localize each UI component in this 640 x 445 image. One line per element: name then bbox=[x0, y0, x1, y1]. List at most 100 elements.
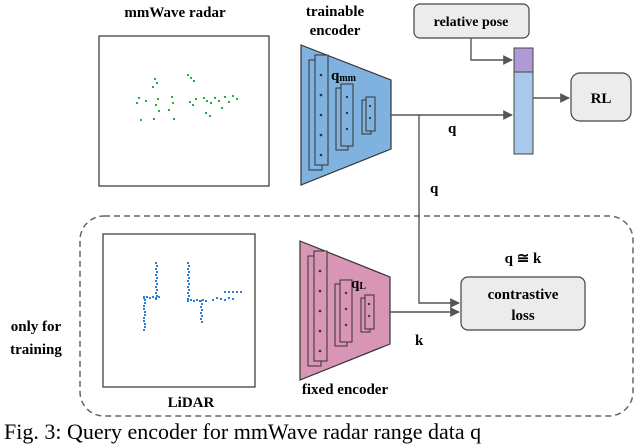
point bbox=[144, 311, 146, 313]
point bbox=[220, 298, 222, 300]
point bbox=[193, 80, 195, 82]
point bbox=[201, 321, 203, 323]
point bbox=[188, 271, 190, 273]
point bbox=[190, 299, 192, 301]
point bbox=[240, 291, 242, 293]
point bbox=[205, 300, 207, 302]
point bbox=[232, 291, 234, 293]
q-top-label: q bbox=[448, 121, 457, 137]
contrastive-loss-box bbox=[460, 276, 586, 331]
point bbox=[224, 299, 226, 301]
radar-point-cloud bbox=[136, 74, 238, 121]
point bbox=[209, 115, 211, 117]
point bbox=[200, 318, 202, 320]
point bbox=[187, 298, 189, 300]
point bbox=[156, 265, 158, 267]
only-for-label-1: only for bbox=[11, 319, 62, 335]
point bbox=[188, 277, 190, 279]
point bbox=[187, 268, 189, 270]
point bbox=[144, 299, 146, 301]
point bbox=[156, 82, 158, 84]
q-approx-k-label: q ≅ k bbox=[505, 251, 542, 267]
point bbox=[187, 262, 189, 264]
point bbox=[196, 299, 198, 301]
point bbox=[156, 289, 158, 291]
arrow-q-to-contrastive bbox=[418, 115, 460, 308]
point bbox=[171, 96, 173, 98]
point bbox=[146, 296, 148, 298]
point bbox=[218, 100, 220, 102]
point bbox=[149, 297, 151, 299]
pose-feature-segment bbox=[513, 47, 534, 73]
point bbox=[144, 314, 146, 316]
point bbox=[224, 96, 226, 98]
radar-panel bbox=[98, 35, 270, 187]
point bbox=[200, 312, 202, 314]
point bbox=[143, 305, 145, 307]
point bbox=[187, 74, 189, 76]
point bbox=[212, 299, 214, 301]
trainable-encoder-label-2: encoder bbox=[310, 23, 361, 39]
relative-pose-label: relative pose bbox=[434, 15, 509, 30]
point bbox=[155, 262, 157, 264]
lidar-label: LiDAR bbox=[168, 395, 215, 411]
point bbox=[201, 303, 203, 305]
arrow-pose-to-feature bbox=[470, 38, 513, 65]
point bbox=[143, 329, 145, 331]
point bbox=[214, 97, 216, 99]
point bbox=[156, 271, 158, 273]
point bbox=[156, 277, 158, 279]
point bbox=[144, 302, 146, 304]
point bbox=[143, 308, 145, 310]
point bbox=[236, 291, 238, 293]
point bbox=[187, 280, 189, 282]
point bbox=[206, 100, 208, 102]
point bbox=[201, 309, 203, 311]
point bbox=[200, 300, 202, 302]
point bbox=[158, 110, 160, 112]
point bbox=[200, 306, 202, 308]
point bbox=[138, 97, 140, 99]
point bbox=[190, 77, 192, 79]
point bbox=[210, 102, 212, 104]
point bbox=[187, 292, 189, 294]
point bbox=[145, 100, 147, 102]
q-mm-label: qmm bbox=[331, 68, 357, 84]
point bbox=[188, 289, 190, 291]
point bbox=[205, 112, 207, 114]
point bbox=[236, 98, 238, 100]
contrastive-label-2: loss bbox=[511, 308, 535, 324]
only-for-label-2: training bbox=[10, 342, 62, 358]
q-mid-label: q bbox=[430, 181, 439, 197]
contrastive-label-1: contrastive bbox=[488, 287, 559, 303]
figure-caption: Fig. 3: Query encoder for mmWave radar r… bbox=[4, 419, 482, 444]
query-feature-segment bbox=[513, 71, 534, 155]
point bbox=[156, 283, 158, 285]
point bbox=[187, 274, 189, 276]
point bbox=[192, 104, 194, 106]
point bbox=[193, 300, 195, 302]
point bbox=[152, 86, 154, 88]
point bbox=[221, 107, 223, 109]
point bbox=[189, 101, 191, 103]
point bbox=[228, 297, 230, 299]
point bbox=[143, 317, 145, 319]
point bbox=[224, 291, 226, 293]
fixed-encoder-label: fixed encoder bbox=[302, 382, 389, 398]
point bbox=[173, 118, 175, 120]
connectors bbox=[390, 38, 570, 317]
point bbox=[152, 296, 154, 298]
point bbox=[155, 274, 157, 276]
trainable-encoder-label-1: trainable bbox=[306, 4, 365, 20]
point bbox=[156, 295, 158, 297]
point bbox=[155, 280, 157, 282]
point bbox=[228, 101, 230, 103]
radar-title: mmWave radar bbox=[124, 5, 226, 21]
point bbox=[157, 98, 159, 100]
point bbox=[155, 104, 157, 106]
training-region bbox=[79, 215, 634, 417]
point bbox=[155, 292, 157, 294]
point bbox=[136, 102, 138, 104]
lidar-point-cloud bbox=[143, 262, 242, 331]
point bbox=[188, 295, 190, 297]
